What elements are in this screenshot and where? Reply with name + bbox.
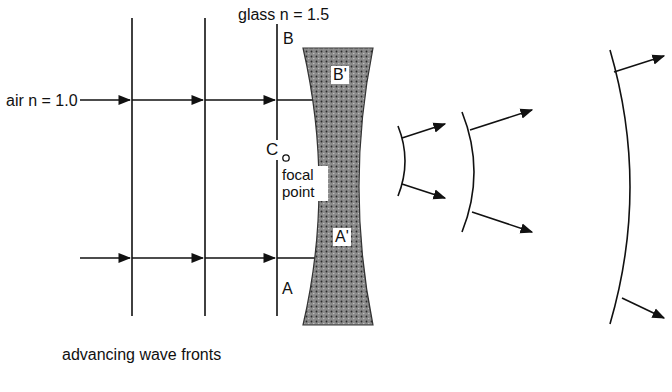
wave-front xyxy=(610,50,630,324)
focal-point-dot xyxy=(283,155,289,161)
wave-front xyxy=(131,18,133,316)
ray-arrows xyxy=(402,56,664,318)
text-label: A xyxy=(280,280,295,298)
text-label: air n = 1.0 xyxy=(4,92,80,110)
wave-front xyxy=(276,18,278,316)
text-label: A' xyxy=(333,228,351,246)
text-label: B' xyxy=(331,66,349,84)
wave-front xyxy=(204,18,206,316)
text-label: B xyxy=(281,30,296,48)
wave-front xyxy=(398,126,405,196)
text-label: focal point xyxy=(280,166,328,201)
ray-arrows xyxy=(80,100,338,258)
text-label: advancing wave fronts xyxy=(60,346,223,364)
text-label: glass n = 1.5 xyxy=(236,6,331,24)
text-label: C xyxy=(264,140,280,160)
